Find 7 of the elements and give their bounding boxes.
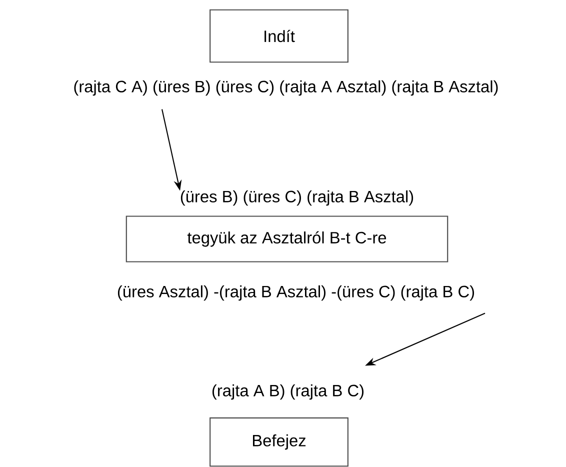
- process-box: tegyük az Asztalról B-t C-re: [126, 216, 448, 262]
- state-text: (rajta C A) (üres B) (üres C) (rajta A Asztal) (rajta B Asztal): [74, 80, 498, 96]
- state-text: (rajta A B) (rajta B C): [212, 384, 364, 400]
- process-box: Befejez: [210, 417, 348, 467]
- state-text: (üres B) (üres C) (rajta B Asztal): [180, 190, 414, 206]
- process-box: Indít: [210, 9, 348, 63]
- state-text: (üres Asztal) -(rajta B Asztal) -(üres C) (rajta B C): [118, 285, 474, 301]
